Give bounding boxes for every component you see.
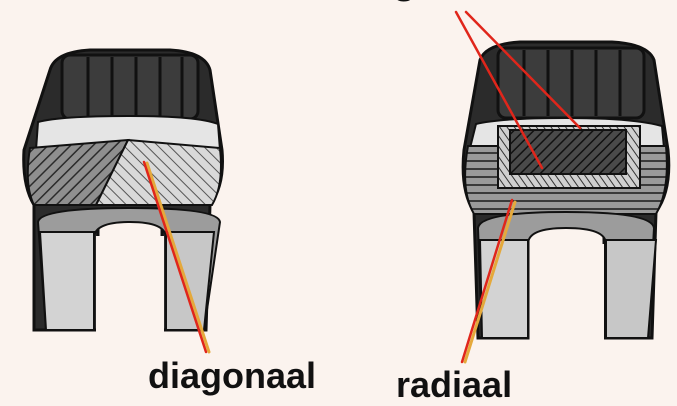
diagonal-tire-hub-gap [96, 236, 164, 336]
top-cropped-label: g [392, 0, 416, 3]
radial-tire-hub-gap [530, 244, 604, 344]
diagonal-label: diagonaal [148, 355, 316, 397]
radial-tire-cross-section [463, 42, 669, 344]
radial-tire-right-wall [606, 240, 656, 338]
diagonal-tire-left-wall [40, 232, 94, 330]
diagonal-tire-cross-section [24, 50, 223, 336]
radial-label: radiaal [396, 364, 512, 406]
radial-belt-inner [510, 130, 626, 174]
radial-tire-tread [498, 48, 644, 118]
diagonal-tire-tread [62, 55, 198, 119]
